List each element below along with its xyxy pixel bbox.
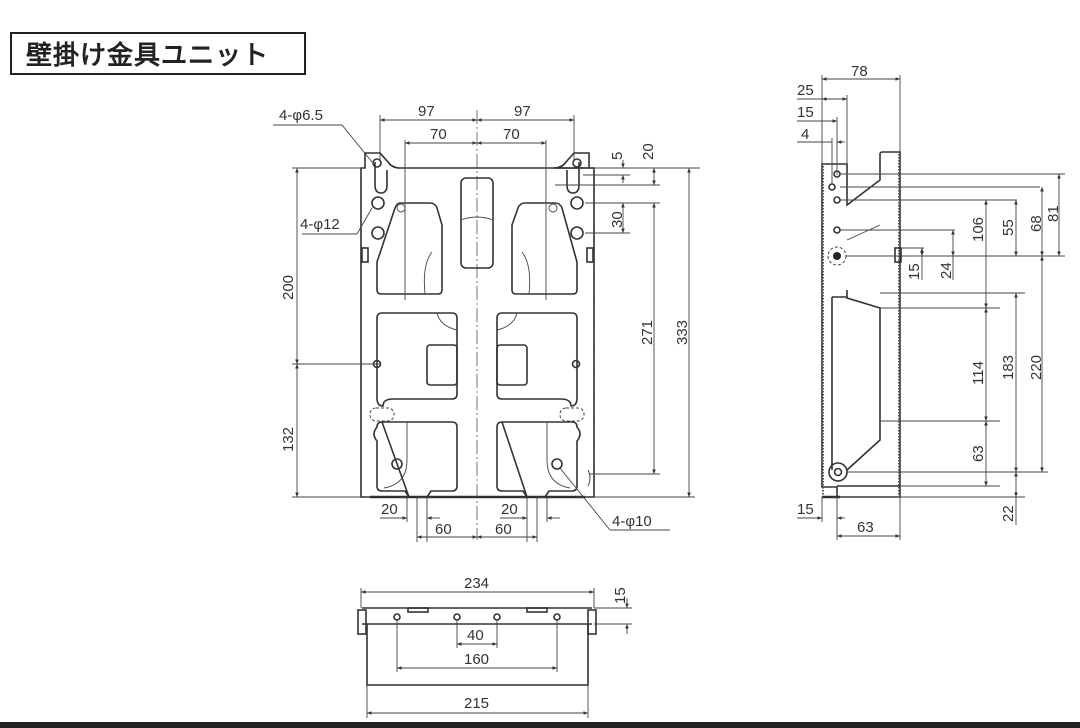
bottom-edge-bar [0, 722, 1080, 728]
dim-15-bottom-view: 15 [612, 587, 629, 604]
dim-70-right: 70 [503, 126, 520, 143]
dim-bot-60-left: 60 [435, 521, 452, 538]
dim-63-v: 63 [970, 445, 987, 462]
dim-78: 78 [851, 63, 868, 80]
front-view: 97 97 70 70 4-φ6.5 4-φ12 5 20 30 271 333 [273, 103, 700, 542]
dim-160: 160 [464, 651, 489, 668]
dim-5: 5 [609, 152, 626, 160]
dim-81: 81 [1045, 205, 1062, 222]
dim-70-left: 70 [430, 126, 447, 143]
dim-271: 271 [639, 320, 656, 345]
dim-215: 215 [464, 695, 489, 712]
dim-200: 200 [280, 275, 297, 300]
dim-220: 220 [1028, 355, 1045, 380]
dim-333: 333 [674, 320, 691, 345]
dim-114: 114 [970, 361, 987, 385]
side-view: 78 25 15 4 81 68 55 106 24 15 [797, 63, 1065, 540]
dim-132: 132 [280, 427, 297, 452]
dim-97-right: 97 [514, 103, 531, 120]
dim-bot-20-right: 20 [501, 501, 518, 518]
dim-63-bot: 63 [857, 519, 874, 536]
dim-30: 30 [609, 211, 626, 228]
dim-68: 68 [1028, 215, 1045, 232]
label-hole-6-5: 4-φ6.5 [279, 107, 323, 124]
dim-4: 4 [801, 126, 809, 143]
page-title: 壁掛け金具ユニット [26, 41, 270, 71]
dim-bot-60-right: 60 [495, 521, 512, 538]
dim-97-left: 97 [418, 103, 435, 120]
dim-55: 55 [1000, 219, 1017, 236]
dim-bot-20-left: 20 [381, 501, 398, 518]
dim-15-bot: 15 [797, 501, 814, 518]
dim-15-v: 15 [906, 263, 923, 280]
label-hole-10: 4-φ10 [612, 513, 652, 530]
dim-234: 234 [464, 575, 489, 592]
label-hole-12: 4-φ12 [300, 216, 340, 233]
dim-25: 25 [797, 82, 814, 99]
dim-20: 20 [640, 143, 657, 160]
dim-24: 24 [938, 262, 955, 279]
title-box: 壁掛け金具ユニット [10, 32, 306, 75]
dim-15-top: 15 [797, 104, 814, 121]
dim-22: 22 [1000, 505, 1017, 522]
bottom-view: 234 15 40 160 215 [357, 575, 632, 718]
dim-183: 183 [1000, 355, 1017, 380]
dim-40: 40 [467, 627, 484, 644]
dim-106: 106 [970, 217, 987, 242]
